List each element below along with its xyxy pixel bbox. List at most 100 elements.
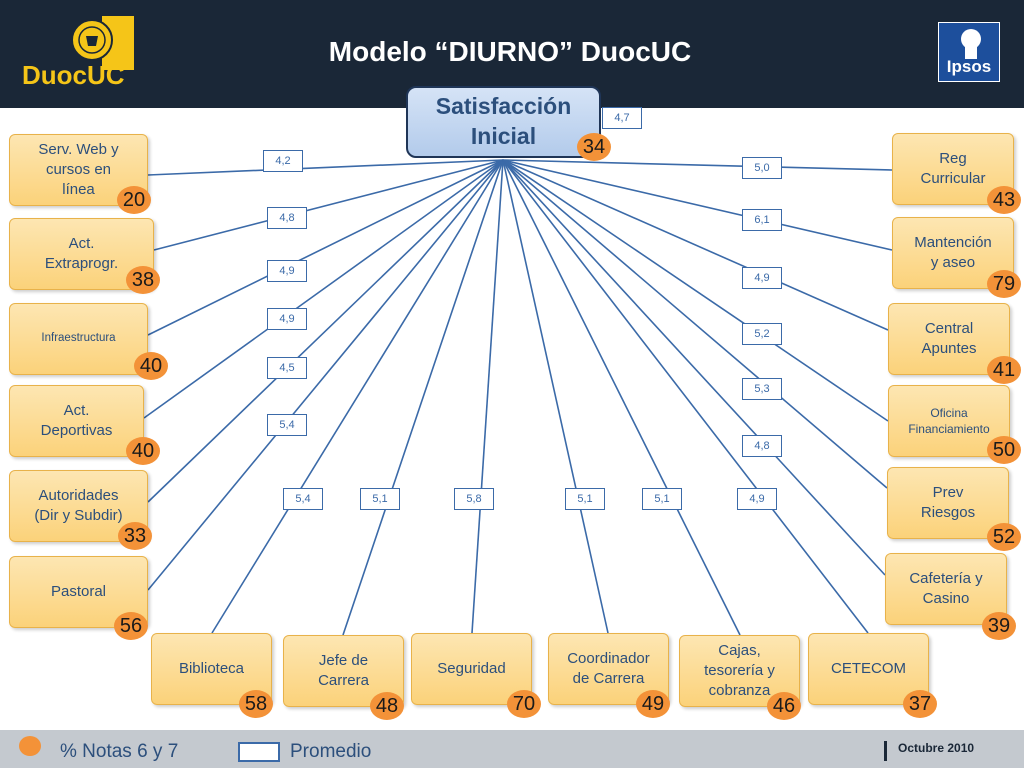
badge-autoridades: 33 [118,522,152,550]
value-box-serv-web: 4,2 [263,150,303,172]
node-label-line: Financiamiento [908,422,990,436]
value-box-infraestructura: 4,9 [267,260,307,282]
value-box-act-extra: 4,8 [267,207,307,229]
value-box-reg-curricular: 5,0 [742,157,782,179]
center-line-1: Satisfacción [435,93,572,120]
node-label-line: Act. [63,401,90,419]
legend-percent-marker [19,736,41,756]
node-label: CETECOM [831,659,906,679]
value-box-cajas: 5,1 [642,488,682,510]
badge-mantencion: 79 [987,270,1021,298]
value-box-oficina-financiamiento: 5,2 [742,323,782,345]
node-label-line: Cafetería y [909,569,983,587]
value-box-biblioteca: 5,4 [283,488,323,510]
connector-oficina-financiamiento [502,159,889,422]
badge-central-apuntes: 41 [987,356,1021,384]
footer-bar [0,730,1024,768]
node-label: Pastoral [51,582,106,602]
badge-coordinador: 49 [636,690,670,718]
connector-act-deportivas [143,159,504,419]
connector-mantencion [502,159,893,251]
node-label-line: Deportivas [40,422,113,439]
node-label-line: Apuntes [921,340,977,357]
node-label-line: Pastoral [50,582,107,600]
connector-seguridad [471,159,504,634]
value-box-autoridades: 4,5 [267,357,307,379]
badge-reg-curricular: 43 [987,186,1021,214]
value-box-pastoral: 5,4 [267,414,307,436]
node-label: Biblioteca [179,659,244,679]
duocuc-logo: DuocUC [20,16,134,90]
node-label: Infraestructura [41,331,115,347]
node-label-line: cobranza [708,682,771,700]
footer-date: Octubre 2010 [898,741,975,755]
footer-divider [884,741,887,761]
node-label: Cafetería y Casino [909,569,982,610]
node-label-line: cursos en [45,160,112,178]
node-label-line: Act. [68,234,95,252]
connector-pastoral [147,159,504,591]
center-value-box: 4,7 [602,107,642,129]
badge-infraestructura: 40 [134,352,168,380]
badge-act-extra: 38 [126,266,160,294]
node-label-line: de Carrera [572,670,645,687]
connector-cajas [502,159,741,636]
legend-average-label: Promedio [290,741,372,762]
legend-percent-label: % Notas 6 y 7 [60,741,179,762]
value-box-prev-riesgos: 5,3 [742,378,782,400]
ipsos-logo: Ipsos [938,22,1000,82]
ipsos-logo-text: Ipsos [946,57,992,76]
badge-cajas: 46 [767,692,801,720]
badge-oficina-financiamiento: 50 [987,436,1021,464]
badge-pastoral: 56 [114,612,148,640]
connector-autoridades [147,159,504,503]
node-label: Act.Extraprogr. [45,234,118,275]
node-label-line: Curricular [920,170,986,187]
connector-central-apuntes [502,159,889,331]
center-badge: 34 [577,133,611,161]
node-label: Autoridades(Dir y Subdir) [34,486,122,527]
value-box-central-apuntes: 4,9 [742,267,782,289]
node-label: Jefe de Carrera [318,651,369,692]
node-label: Mantención y aseo [914,233,992,274]
node-label-line: Oficina [930,405,968,420]
value-box-jefe-carrera: 5,1 [360,488,400,510]
node-label-line: Riesgos [920,504,976,521]
node-label-line: Infraestructura [41,332,116,345]
center-node-satisfaccion-inicial: Satisfacción Inicial [406,86,601,158]
node-label-line: Casino [922,590,970,607]
connector-cafeteria [502,159,886,576]
badge-jefe-carrera: 48 [370,692,404,720]
node-label: Act. Deportivas [41,401,113,442]
connector-serv-web [147,159,504,176]
node-label-line: y aseo [930,254,976,271]
connector-jefe-carrera [342,159,504,636]
value-box-cetecom: 4,9 [737,488,777,510]
node-label-line: Mantención [914,233,992,251]
badge-cetecom: 37 [903,690,937,718]
node-label-line: (Dir y Subdir) [34,507,123,524]
svg-text:DuocUC: DuocUC [22,60,125,90]
connector-reg-curricular [502,159,893,171]
value-box-mantencion: 6,1 [742,209,782,231]
node-infraestructura: Infraestructura [9,303,148,375]
connector-biblioteca [211,159,504,634]
value-box-cafeteria: 4,8 [742,435,782,457]
connector-coordinador [502,159,609,634]
connector-cetecom [502,159,869,634]
node-label: Seguridad [437,659,505,679]
badge-act-deportivas: 40 [126,437,160,465]
node-label-line: Carrera [318,672,369,689]
badge-serv-web: 20 [117,186,151,214]
value-box-act-deportivas: 4,9 [267,308,307,330]
node-label-line: Jefe de [318,651,369,669]
node-label-line: CETECOM [831,659,906,677]
badge-seguridad: 70 [507,690,541,718]
